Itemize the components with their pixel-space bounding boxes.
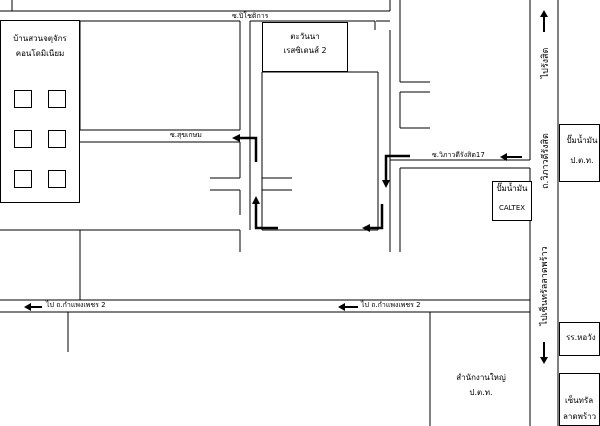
school-label: รร.หอวัง xyxy=(566,333,596,342)
direction-arrow-icon xyxy=(540,10,548,17)
route-arrow-icon xyxy=(382,180,390,188)
route-arrow-icon xyxy=(252,196,260,204)
residence-label-line1: ตะวันนา xyxy=(290,32,320,41)
road-label-soi-sukkasem: ซ.สุขเกษม xyxy=(170,131,202,139)
route-segment xyxy=(254,200,278,230)
road-label-to-kamphaengphet2-left: ไป ถ.กำแพงเพชร 2 xyxy=(46,301,106,309)
condo-label-line2: คอนโดมิเนียม xyxy=(15,49,65,58)
road-label-vibhavadi: ถ.วิภาวดีรังสิต xyxy=(541,133,551,189)
ptt-label-line1: ปั๊มน้ำมัน xyxy=(566,136,598,145)
building-icon xyxy=(48,130,66,148)
building-icon xyxy=(14,90,32,108)
central-label-line2: ลาดพร้าว xyxy=(563,412,597,421)
hq-label-line1: สำนักงานใหญ่ xyxy=(456,373,506,382)
condo-label-line1: บ้านสวนจตุจักร xyxy=(13,34,67,43)
building-icon xyxy=(14,170,32,188)
building-icon xyxy=(48,90,66,108)
hq-label-line2: ป.ต.ท. xyxy=(469,388,493,397)
residence-label-line2: เรสซิเดนส์ 2 xyxy=(283,46,327,55)
school-block xyxy=(559,322,600,356)
road-label-to-kamphaengphet2-mid: ไป ถ.กำแพงเพชร 2 xyxy=(361,301,421,309)
route-arrow-icon xyxy=(232,134,240,142)
route-arrow-icon xyxy=(362,224,370,232)
building-icon xyxy=(48,170,66,188)
road-label-soi-vibhavadi17: ซ.วิภาวดีรังสิต17 xyxy=(432,151,485,159)
direction-arrow-icon xyxy=(540,357,548,364)
road-label-soi-pichitkan: ซ.ปิโชติการ xyxy=(232,12,269,20)
direction-arrow-icon xyxy=(24,303,31,311)
road-label-to-rangsit: ไปรังสิต xyxy=(541,47,551,79)
building-icon xyxy=(14,130,32,148)
road-label-to-ladprao: ไปเซ็นทรัลลาดพร้าว xyxy=(540,246,550,326)
caltex-label-line2: CALTEX xyxy=(498,204,526,212)
route-segment xyxy=(384,154,410,184)
route-segment xyxy=(366,204,384,230)
caltex-station xyxy=(492,181,532,221)
residence-block xyxy=(262,22,348,72)
ptt-station xyxy=(559,124,600,182)
route-segment xyxy=(240,136,258,162)
caltex-label-line1: ปั๊มน้ำมัน xyxy=(496,184,528,193)
direction-arrow-icon xyxy=(500,153,507,161)
central-label-line1: เซ็นทรัล xyxy=(565,396,594,405)
route-path xyxy=(240,136,410,230)
condo-block xyxy=(0,20,80,203)
direction-arrow-icon xyxy=(338,303,345,311)
ptt-label-line2: ป.ต.ท. xyxy=(570,156,594,165)
